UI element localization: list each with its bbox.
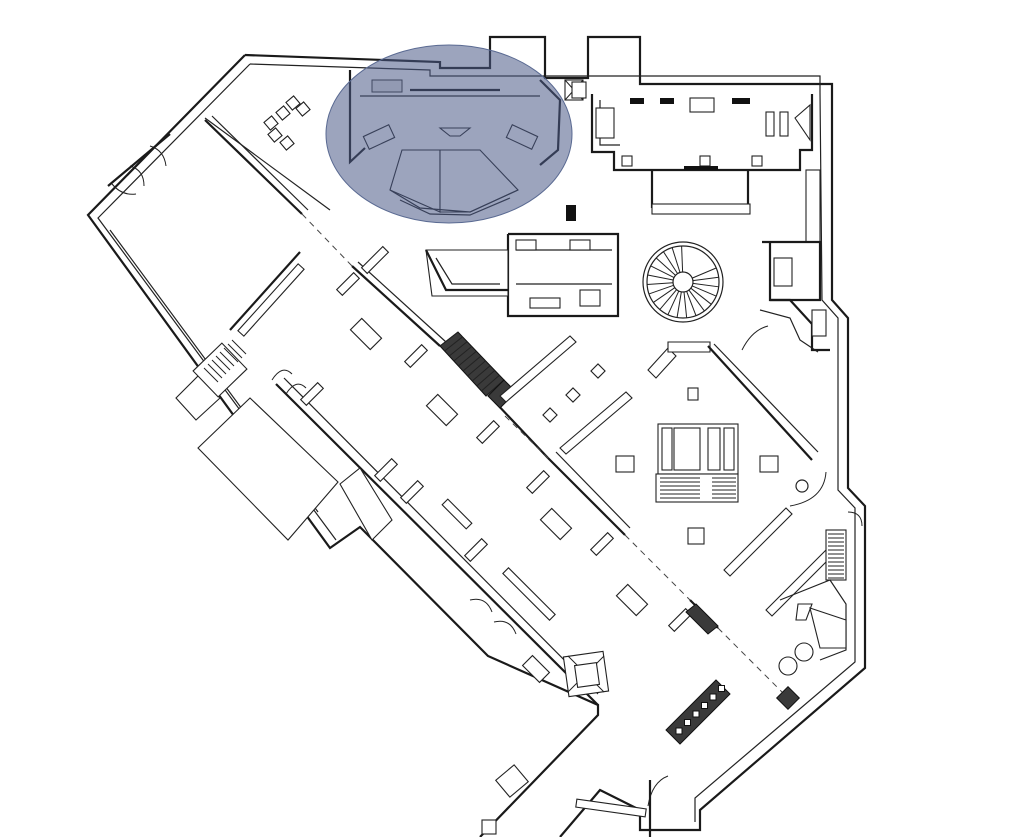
stair-tread xyxy=(647,282,674,286)
stair-tread xyxy=(231,339,247,355)
bottom-entry xyxy=(481,764,669,837)
top-right-room xyxy=(590,94,814,215)
corridor-walls xyxy=(204,115,791,706)
shelf-cell xyxy=(718,685,725,692)
stair-tread xyxy=(676,291,682,318)
central-rooms xyxy=(425,205,620,318)
stair-tread xyxy=(453,346,473,362)
stair-tread xyxy=(648,284,674,295)
stair-tread xyxy=(471,365,491,382)
stair-tread xyxy=(692,282,719,288)
top-entry xyxy=(564,79,587,101)
stair-tread xyxy=(655,257,676,276)
stair-tread xyxy=(476,370,496,387)
stair-tread xyxy=(223,347,239,363)
stair-tread xyxy=(647,274,674,281)
stair-tread xyxy=(439,331,459,347)
stair-tread xyxy=(683,291,688,318)
stair-tread xyxy=(688,289,705,312)
stair-tread xyxy=(458,350,477,367)
stair-tread xyxy=(671,247,681,273)
stair-tread xyxy=(650,265,675,278)
highlight-ellipse xyxy=(325,44,573,224)
shelf-cell xyxy=(675,727,683,735)
shelf-cell xyxy=(692,710,700,718)
stair-tread xyxy=(444,336,463,352)
stair-tread xyxy=(659,289,677,310)
stair-tread xyxy=(467,360,486,377)
shelf-cell xyxy=(709,693,717,701)
stair-tread xyxy=(448,341,468,357)
spiral-staircase xyxy=(642,241,724,323)
stair-tread xyxy=(667,290,680,315)
stair-tread xyxy=(481,374,500,392)
stair-tread xyxy=(663,251,679,274)
stair-tread xyxy=(681,246,684,273)
lounge-seating xyxy=(263,95,311,151)
shelf-cell xyxy=(701,702,708,709)
stair-tread xyxy=(653,287,676,303)
stair-tread xyxy=(207,363,223,379)
display-cases xyxy=(237,245,693,633)
elevator xyxy=(469,598,610,698)
stair-tread xyxy=(462,355,482,372)
left-entry-door xyxy=(107,133,171,195)
stair-tread xyxy=(215,355,231,371)
right-rooms xyxy=(741,169,830,353)
stair-tread xyxy=(692,276,719,282)
stair-tread xyxy=(686,291,697,316)
stair-tread xyxy=(690,287,712,305)
bottom-right-room xyxy=(775,579,847,711)
shelf-cell xyxy=(684,719,691,726)
stair-tread xyxy=(692,267,717,279)
right-gallery xyxy=(499,335,863,617)
stair-tread xyxy=(203,367,219,383)
stair-tread xyxy=(211,359,227,375)
stair-tread xyxy=(227,343,243,359)
bottom-shelving xyxy=(665,603,731,745)
left-annex xyxy=(175,339,393,541)
stair-tread xyxy=(219,351,235,367)
stair-tread xyxy=(692,285,717,297)
